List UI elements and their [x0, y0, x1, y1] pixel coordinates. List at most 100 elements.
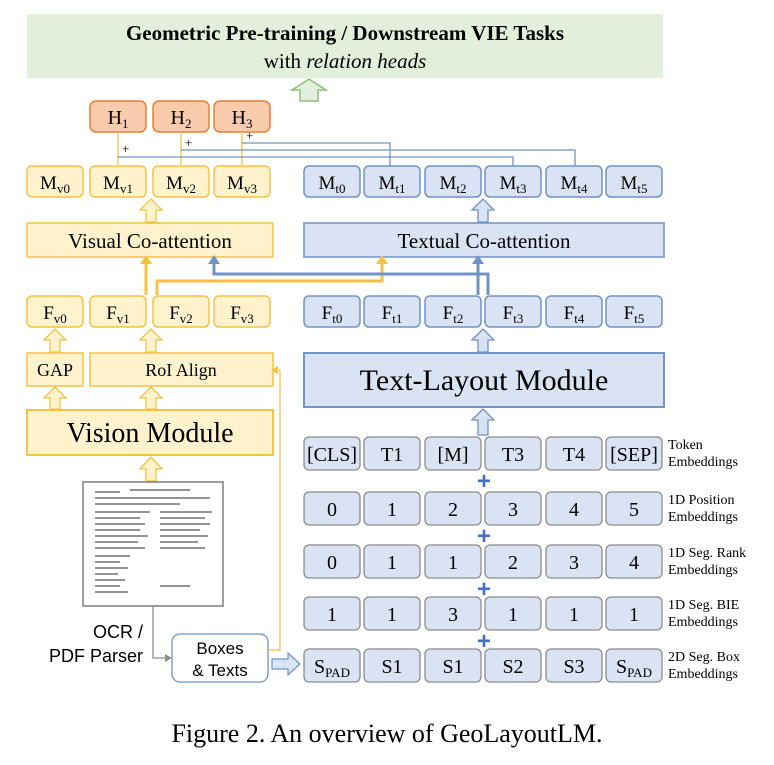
mv0: Mv0 — [26, 165, 84, 198]
mv1: Mv1 — [89, 165, 147, 198]
title-up-arrow — [289, 78, 329, 102]
svg-text:Ft5: Ft5 — [624, 303, 645, 326]
svg-text:Ft1: Ft1 — [382, 303, 403, 326]
visual-coattention-box — [26, 222, 274, 258]
ft5: Ft5 — [605, 295, 663, 328]
arrow-roi-up — [138, 328, 164, 353]
mt0: Mt0 — [303, 165, 361, 198]
svg-text:S2: S2 — [502, 656, 523, 678]
svg-text:1: 1 — [508, 604, 518, 626]
svg-text:Mt4: Mt4 — [560, 173, 588, 196]
textual-coattention-box — [303, 222, 665, 258]
embedding-cell: 0 — [303, 491, 361, 526]
doc-to-boxes-line — [152, 606, 168, 659]
gap-box — [26, 352, 84, 387]
arrow-vm-roi — [138, 386, 164, 410]
svg-text:[SEP]: [SEP] — [610, 444, 658, 466]
plus-h3: + — [246, 128, 253, 143]
embedding-cell: SPAD — [303, 648, 361, 683]
svg-text:1: 1 — [569, 604, 579, 626]
mt5: Mt5 — [605, 165, 663, 198]
embedding-cell: 1 — [303, 596, 361, 631]
arrow-doc-vm — [138, 456, 164, 482]
embedding-cell: T3 — [484, 436, 542, 471]
embedding-cell: S1 — [363, 648, 421, 683]
mt2: Mt2 — [424, 165, 482, 198]
embedding-cell: 2 — [484, 544, 542, 579]
svg-text:3: 3 — [569, 552, 579, 574]
plus-h1: + — [122, 141, 129, 156]
cross-arrowheads — [140, 255, 484, 264]
visual-m-row: Mv0 Mv1 Mv2 Mv3 — [26, 165, 271, 198]
svg-text:1: 1 — [629, 604, 639, 626]
embedding-cell: 1 — [363, 544, 421, 579]
embedding-cell: [M] — [424, 436, 482, 471]
embedding-cell: 1 — [605, 596, 663, 631]
svg-text:H3: H3 — [232, 107, 253, 131]
fv1: Fv1 — [89, 295, 147, 328]
mt1: Mt1 — [363, 165, 421, 198]
svg-text:Mt1: Mt1 — [378, 173, 405, 196]
embedding-cell: 1 — [484, 596, 542, 631]
vision-module-box — [26, 409, 274, 456]
mt3: Mt3 — [484, 165, 542, 198]
embedding-cell: 1 — [424, 544, 482, 579]
fv3: Fv3 — [213, 295, 271, 328]
svg-text:Fv2: Fv2 — [169, 303, 193, 326]
text-layout-module-box — [303, 352, 665, 408]
roi-align-label: RoI Align — [145, 360, 217, 380]
svg-text:Mt0: Mt0 — [318, 173, 345, 196]
arrow-tca-up — [470, 198, 496, 223]
plus-h2: + — [185, 135, 192, 150]
svg-text:1: 1 — [387, 552, 397, 574]
svg-text:5: 5 — [629, 499, 639, 521]
ft1: Ft1 — [363, 295, 421, 328]
svg-text:2: 2 — [448, 499, 458, 521]
svg-text:3: 3 — [508, 499, 518, 521]
fv0: Fv0 — [26, 295, 84, 328]
ft0: Ft0 — [303, 295, 361, 328]
boxes-texts-box — [171, 633, 269, 683]
embedding-cell: SPAD — [605, 648, 663, 683]
figure-caption: Figure 2. An overview of GeoLayoutLM. — [171, 719, 602, 748]
relation-heads: H1 H2 H3 — [89, 100, 271, 133]
embedding-cell: 1 — [545, 596, 603, 631]
svg-text:Mv2: Mv2 — [166, 173, 196, 196]
embedding-cell: 4 — [605, 544, 663, 579]
svg-text:SPAD: SPAD — [314, 656, 350, 680]
text-layout-module-label: Text-Layout Module — [360, 364, 609, 397]
svg-text:S1: S1 — [381, 656, 402, 678]
svg-text:4: 4 — [569, 499, 579, 521]
embedding-cell: 5 — [605, 491, 663, 526]
embedding-cell: [CLS] — [303, 436, 361, 471]
title-line2: with relation heads — [264, 49, 427, 73]
ocr-label-line1: OCR / — [93, 622, 143, 642]
title-box — [27, 14, 663, 78]
document-image — [82, 481, 224, 607]
doc-to-boxes-head — [165, 654, 172, 662]
svg-text:SPAD: SPAD — [616, 656, 652, 680]
embedding-cell: T4 — [545, 436, 603, 471]
visual-coattention-label: Visual Co-attention — [68, 229, 232, 253]
embedding-cell: S1 — [424, 648, 482, 683]
arrow-vm-gap — [42, 386, 68, 410]
embedding-cell: S2 — [484, 648, 542, 683]
embedding-plus: + — [477, 628, 491, 655]
svg-text:1: 1 — [448, 552, 458, 574]
title-line1: Geometric Pre-training / Downstream VIE … — [126, 21, 564, 45]
fv2: Fv2 — [152, 295, 210, 328]
embedding-cell: 3 — [424, 596, 482, 631]
embedding-cell: 4 — [545, 491, 603, 526]
embedding-cell: 0 — [303, 544, 361, 579]
svg-text:Mv0: Mv0 — [40, 173, 70, 196]
embedding-cell: 3 — [484, 491, 542, 526]
